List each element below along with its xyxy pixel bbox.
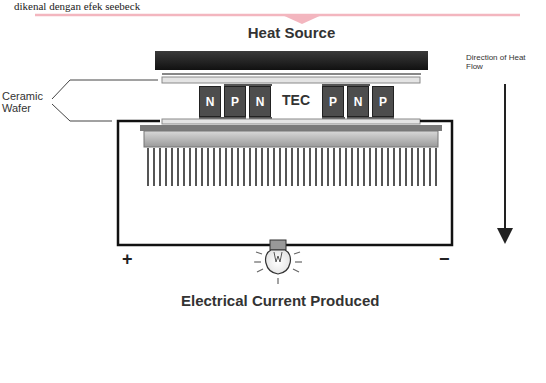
ceramic-wafer-top (162, 77, 420, 83)
light-bulb (254, 240, 302, 284)
heat-source-plate (162, 73, 421, 75)
pellet-type: P (231, 95, 239, 109)
header-rule (35, 14, 520, 17)
heat-source-bar (155, 51, 428, 70)
pellet-type: N (206, 95, 215, 109)
heat-source: Heat Source (150, 24, 433, 70)
semiconductor-pellet: N (347, 86, 369, 117)
leader-line (52, 104, 112, 121)
ceramic-wafer-bottom (162, 119, 420, 124)
wire (286, 121, 452, 245)
semiconductor-pellet: P (372, 86, 394, 117)
heading: Heat Source (150, 24, 433, 42)
semiconductor-pellet: N (249, 86, 271, 117)
terminal-sign: − (439, 250, 450, 270)
page-text: dikenal dengan efek seebeck (14, 0, 140, 12)
copper-strips (199, 85, 394, 118)
heat-flow-arrowhead (497, 228, 513, 244)
wire (118, 121, 270, 245)
heat-flow-arrow (504, 84, 506, 230)
module-label: TEC (282, 93, 310, 108)
pellet-type: N (256, 95, 265, 109)
heat-sink-base (144, 131, 438, 147)
pellet-type: P (379, 95, 387, 109)
heat-sink-fins (148, 148, 436, 186)
terminal-sign: + (122, 250, 133, 270)
arrow-label: Direction of Heat Flow (466, 54, 532, 72)
semiconductor-pellet: P (224, 86, 246, 117)
header-notch (280, 14, 324, 24)
part-label: Ceramic Wafer (2, 90, 52, 114)
leader-line (52, 80, 158, 99)
caption-label: Electrical Current Produced (181, 293, 379, 310)
heat-sink-plate (140, 125, 442, 131)
pellet-type: P (329, 95, 337, 109)
pellet-type: N (354, 95, 363, 109)
semiconductor-pellet: P (322, 86, 344, 117)
semiconductor-pellet: N (199, 86, 221, 117)
